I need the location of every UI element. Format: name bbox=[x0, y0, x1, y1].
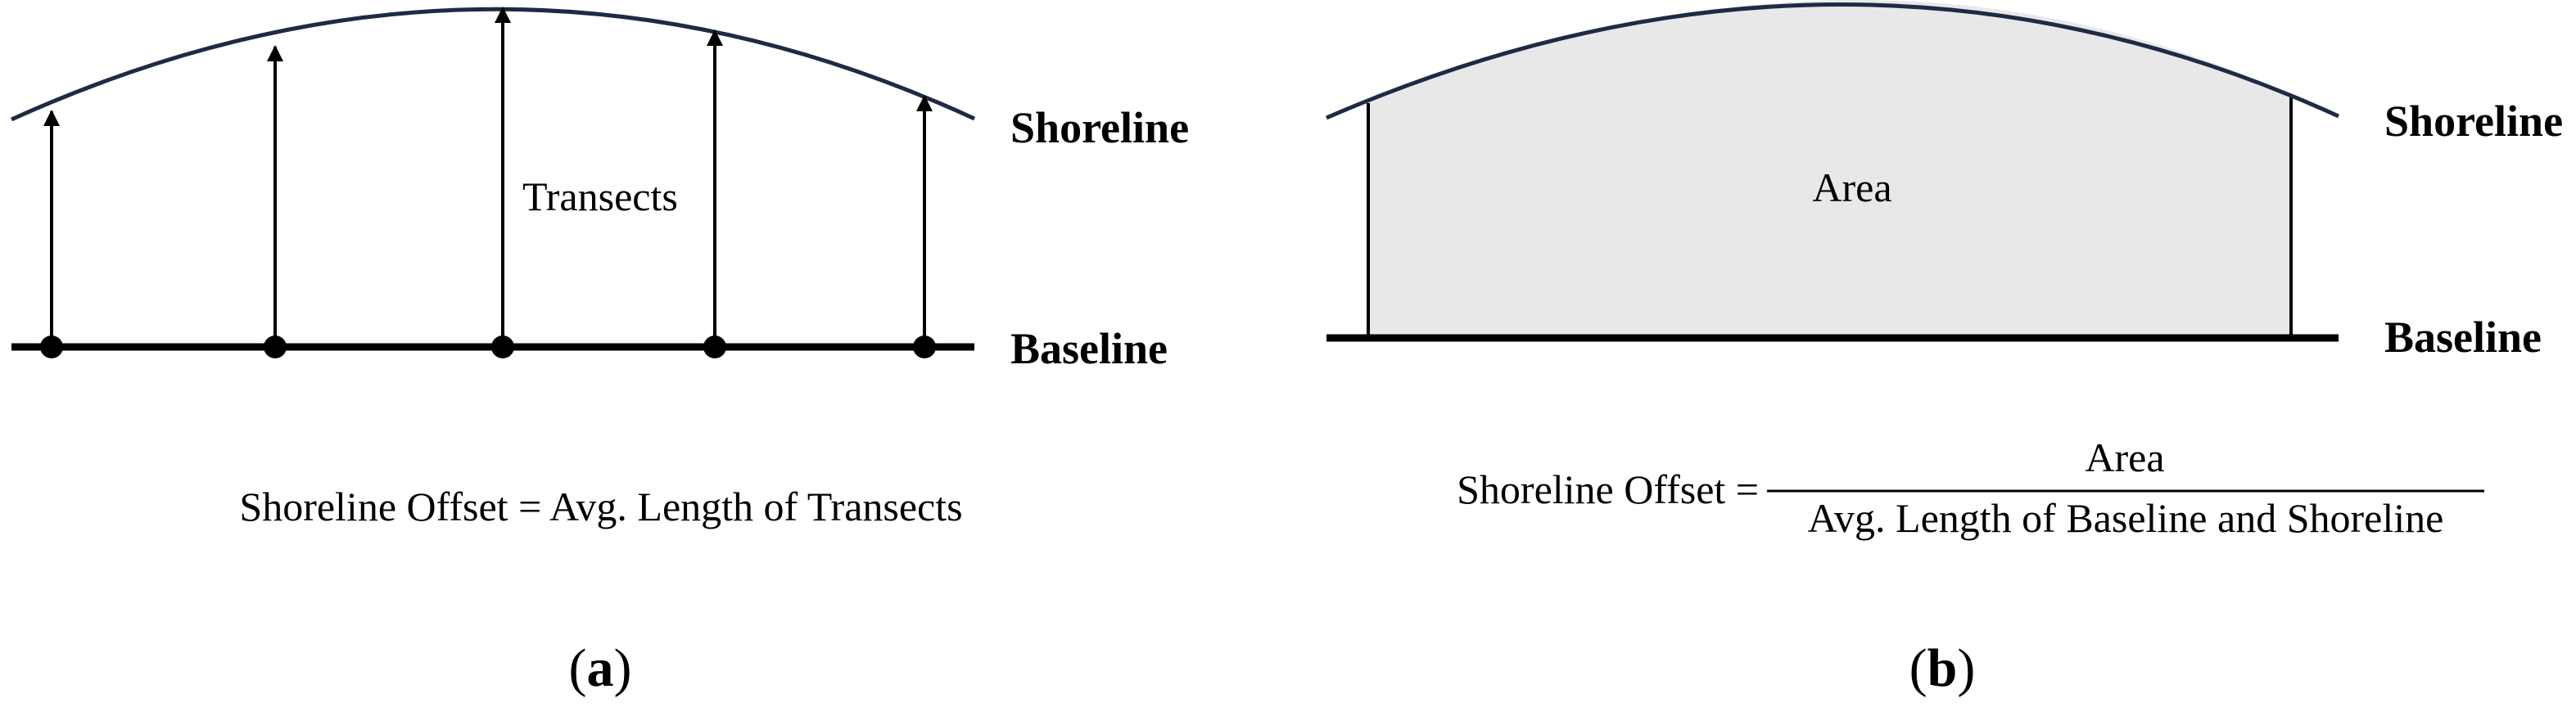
transect-origin-dot bbox=[491, 335, 514, 358]
panel-a-transects bbox=[40, 7, 936, 358]
panel-a-shoreline-curve bbox=[10, 7, 976, 122]
panel-a-caption: (a) bbox=[569, 638, 632, 698]
transect-origin-dot bbox=[913, 335, 936, 358]
panel-b-equation-denominator: Avg. Length of Baseline and Shoreline bbox=[1808, 495, 2444, 541]
transect-origin-dot bbox=[703, 335, 726, 358]
panel-b-shoreline-label: Shoreline bbox=[2384, 97, 2563, 146]
transect-origin-dot bbox=[264, 335, 287, 358]
panel-b: Shoreline Baseline Area Shoreline Offset… bbox=[1326, 0, 2563, 698]
panel-a-shoreline-label: Shoreline bbox=[1010, 103, 1189, 152]
panel-a: Shoreline Baseline Transects Shoreline O… bbox=[10, 7, 1189, 698]
panel-a-baseline-label: Baseline bbox=[1010, 324, 1168, 373]
panel-b-equation-lhs: Shoreline Offset = bbox=[1457, 466, 1759, 512]
panel-b-equation-numerator: Area bbox=[2085, 435, 2164, 480]
panel-a-transects-label: Transects bbox=[522, 173, 678, 219]
transect-origin-dot bbox=[40, 335, 63, 358]
panel-b-caption: (b) bbox=[1909, 638, 1976, 698]
panel-b-area-label: Area bbox=[1812, 164, 1891, 210]
panel-b-baseline-label: Baseline bbox=[2384, 313, 2542, 362]
panel-a-equation: Shoreline Offset = Avg. Length of Transe… bbox=[239, 484, 962, 529]
panel-b-area-fill bbox=[1368, 0, 2291, 338]
panel-b-shoreline-curve bbox=[1326, 2, 2340, 120]
